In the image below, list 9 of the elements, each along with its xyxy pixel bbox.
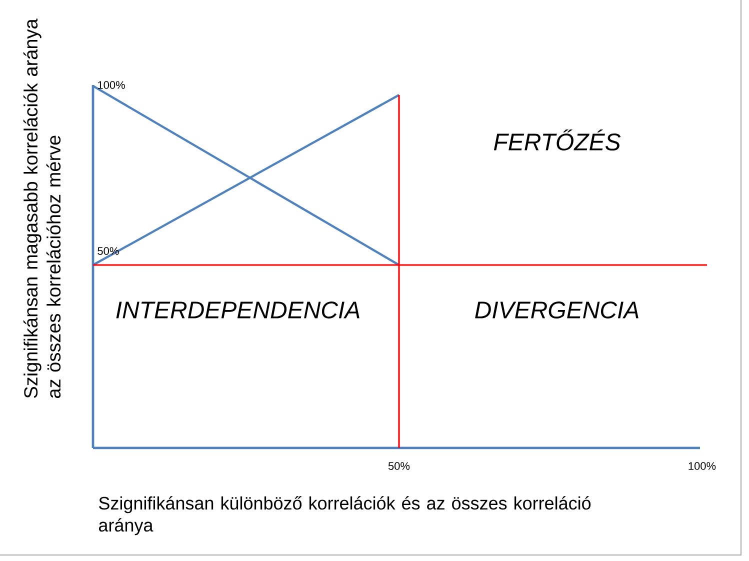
tick-label: 50% <box>388 462 410 470</box>
region-label: INTERDEPENDENCIA <box>116 302 360 318</box>
axis-title: Szignifikánsan különböző korrelációk és az összes korreláció aránya <box>98 496 591 536</box>
tick-label: 100% <box>98 81 125 89</box>
region-label: DIVERGENCIA <box>475 302 638 318</box>
tick-label: 100% <box>688 462 716 470</box>
region-label: FERTŐZÉS <box>494 129 621 151</box>
tick-label: 50% <box>98 247 119 255</box>
axis-title: Szignifikánsan magasabb korrelációk aránya az összes korrelációhoz mérve <box>23 18 61 398</box>
